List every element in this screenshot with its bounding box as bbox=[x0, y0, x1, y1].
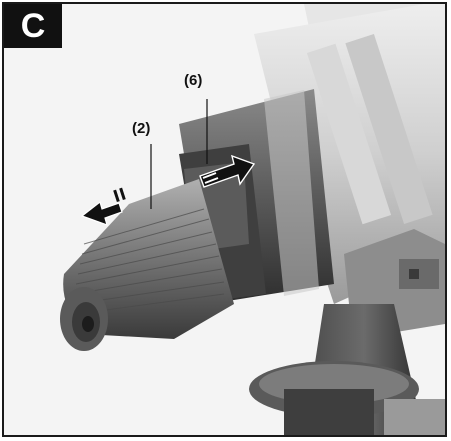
figure-badge: C bbox=[4, 4, 62, 48]
callout-chuck-tip: (2) bbox=[132, 120, 151, 137]
figure-frame: C (2) (6) bbox=[2, 2, 447, 437]
arrow-left-icon bbox=[80, 187, 126, 226]
drill-chuck-illustration bbox=[60, 4, 445, 435]
chuck-tip bbox=[60, 179, 234, 351]
drill-housing bbox=[254, 4, 445, 304]
callout-locking-sleeve: (6) bbox=[184, 72, 203, 89]
side-handle bbox=[249, 229, 445, 435]
arrow-right-icon bbox=[199, 154, 256, 188]
